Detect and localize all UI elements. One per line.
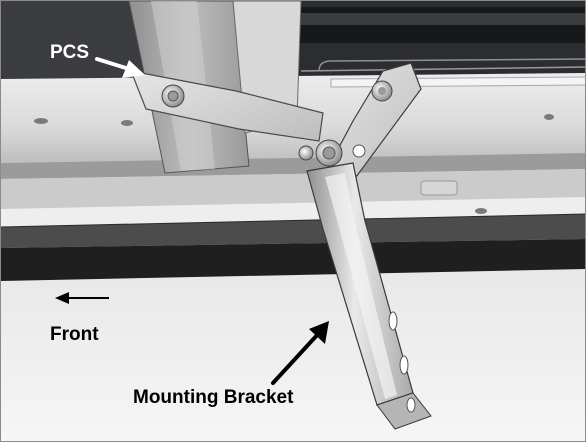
- bracket-callout-arrow: [271, 321, 329, 385]
- mounting-bracket-shape: [298, 62, 432, 430]
- mounting-bracket-label: Mounting Bracket: [133, 387, 294, 408]
- front-label: Front: [50, 324, 99, 345]
- pcs-callout-arrow: [95, 57, 145, 78]
- pcs-label: PCS: [50, 42, 90, 63]
- pcs-assembly: [128, 1, 324, 174]
- front-direction-arrow: [55, 292, 109, 304]
